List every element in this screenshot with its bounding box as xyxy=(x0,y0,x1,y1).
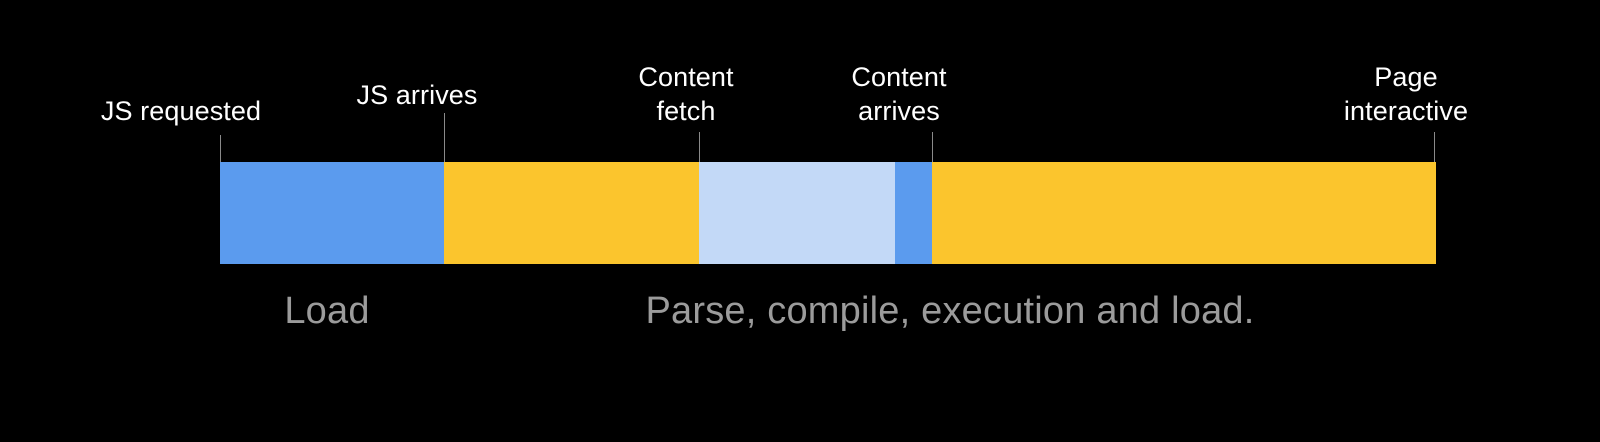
tick-page-interactive xyxy=(1434,132,1435,162)
label-content-arrives: Content arrives xyxy=(851,62,947,126)
tick-content-fetch xyxy=(699,132,700,162)
timeline-bar xyxy=(220,162,1436,264)
label-page-interactive: Page interactive xyxy=(1343,62,1469,126)
bar-segment-post-content-execution xyxy=(932,162,1436,264)
label-js-arrives: JS arrives xyxy=(356,80,478,110)
caption-load-phase: Load xyxy=(284,290,370,332)
bar-segment-content-download xyxy=(895,162,932,264)
tick-content-arrives xyxy=(932,132,933,162)
tick-js-requested xyxy=(220,135,221,162)
label-content-fetch: Content fetch xyxy=(638,62,734,126)
tick-js-arrives xyxy=(444,113,445,162)
bar-segment-content-fetch-wait xyxy=(699,162,895,264)
caption-parse-phase: Parse, compile, execution and load. xyxy=(645,290,1255,332)
bar-segment-js-download xyxy=(220,162,444,264)
bar-segment-js-parse-compile-execute xyxy=(444,162,699,264)
label-js-requested: JS requested xyxy=(100,96,262,126)
